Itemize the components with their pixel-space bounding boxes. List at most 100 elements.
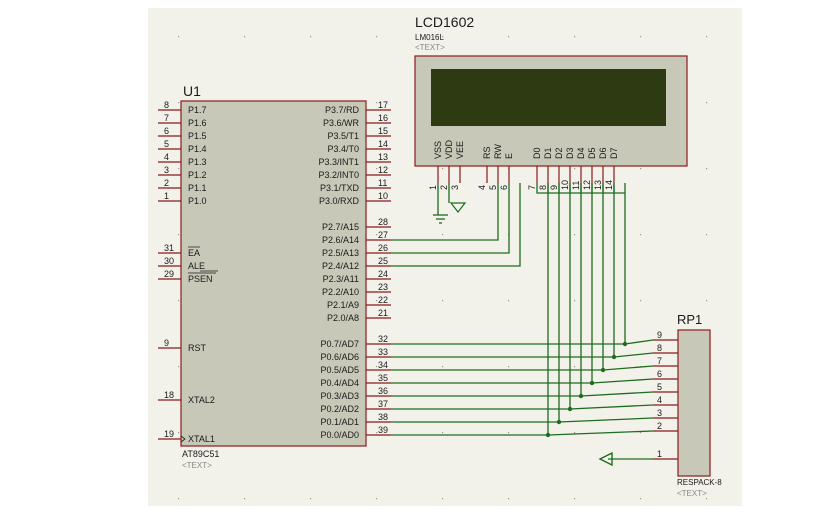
lcd-pin-number: 13	[593, 180, 603, 190]
u1-pin-name: P3.5/T1	[327, 131, 359, 141]
grid-dot	[376, 102, 378, 104]
u1-part: AT89C51	[182, 449, 219, 459]
rp1-ref: RP1	[677, 312, 702, 327]
u1-pin-name: P1.2	[188, 170, 207, 180]
lcd-pin-name: D4	[576, 147, 586, 159]
junction-dot	[600, 367, 606, 373]
u1-pin-name: P2.5/A13	[322, 248, 359, 258]
grid-dot	[640, 168, 642, 170]
junction-dot	[611, 354, 617, 360]
rp1-pin-number: 6	[657, 369, 662, 379]
u1-pin-number: 17	[378, 100, 388, 110]
grid-dot	[706, 234, 708, 236]
grid-dot	[376, 300, 378, 302]
u1-pin-number: 11	[378, 178, 387, 188]
u1-pin-name: P0.5/AD5	[320, 365, 359, 375]
lcd-ref: LCD1602	[415, 14, 474, 30]
u1-pin-number: 27	[378, 230, 388, 240]
wire	[391, 183, 510, 254]
wire	[602, 365, 654, 371]
u1-pin-name: P3.7/RD	[325, 105, 360, 115]
u1-pin-name: P1.6	[188, 118, 207, 128]
rp1-pin-number: 4	[657, 395, 662, 405]
u1-pin-name: P2.1/A9	[327, 300, 359, 310]
grid-dot	[508, 36, 510, 38]
u1-pin-number: 26	[378, 243, 388, 253]
grid-dot	[640, 234, 642, 236]
wire	[624, 339, 654, 345]
lcd-text-tag: <TEXT>	[415, 43, 445, 52]
rp1-pin-number: 2	[657, 421, 662, 431]
grid-dot	[442, 234, 444, 236]
wires	[391, 183, 654, 467]
u1-pin-name: P0.1/AD1	[320, 417, 359, 427]
lcd-pin-number: 14	[604, 180, 614, 190]
u1-ref: U1	[183, 83, 201, 99]
junction-dot	[622, 341, 628, 347]
u1-pin-name: P2.2/A10	[322, 287, 359, 297]
grid-dot	[442, 36, 444, 38]
junction-dot	[567, 406, 573, 412]
rp1-body[interactable]	[677, 329, 711, 477]
u1-pin-number: 9	[164, 338, 169, 348]
u1-pin-number: 5	[164, 139, 169, 149]
lcd-pin-number: 7	[527, 185, 537, 190]
lcd-pin-number: 3	[450, 185, 460, 190]
lcd-pin-number: 9	[549, 185, 559, 190]
grid-dot	[376, 498, 378, 500]
lcd-pin-name: D0	[532, 147, 542, 159]
lcd-pin-name: D1	[543, 147, 553, 159]
grid-dot	[640, 36, 642, 38]
u1-pin-name: XTAL2	[188, 395, 215, 405]
grid-dot	[640, 300, 642, 302]
grid-dot	[178, 36, 180, 38]
u1-pin-number: 10	[378, 191, 388, 201]
grid-dot	[508, 432, 510, 434]
lcd-pin-number: 11	[571, 181, 581, 190]
u1-pin-number: 18	[164, 390, 174, 400]
wire	[569, 183, 581, 194]
junction-dot	[589, 380, 595, 386]
lcd-screen	[431, 69, 666, 126]
u1-pin-number: 22	[378, 295, 388, 305]
grid-dot	[574, 36, 576, 38]
grid-dot	[574, 498, 576, 500]
junction-dot	[578, 393, 584, 399]
lcd-pin-name: D2	[554, 147, 564, 159]
u1-pin-number: 23	[378, 282, 388, 292]
lcd-pin-name: E	[504, 153, 514, 159]
grid-dot	[574, 300, 576, 302]
rp1-pin-number: 1	[657, 449, 662, 459]
wire	[580, 183, 592, 194]
junction-dot	[556, 419, 562, 425]
wire	[536, 183, 548, 194]
u1-pin-name: P1.0	[188, 196, 207, 206]
u1-body[interactable]	[180, 100, 367, 447]
u1-pin-number: 8	[164, 100, 169, 110]
wire	[391, 183, 499, 241]
u1-pin-name: P2.6/A14	[322, 235, 359, 245]
u1-pin-name: P3.4/T0	[327, 144, 359, 154]
wire	[591, 183, 603, 194]
u1-pin-number: 31	[164, 243, 174, 253]
wire	[391, 183, 521, 267]
wire	[602, 183, 614, 194]
rp1-pin-number: 8	[657, 343, 662, 353]
u1-pin-name: P2.7/A15	[322, 222, 359, 232]
lcd-pin-number: 6	[499, 185, 509, 190]
grid-dot	[706, 300, 708, 302]
u1-pin-name: RST	[188, 343, 207, 353]
grid-dot	[376, 432, 378, 434]
grid-dot	[178, 366, 180, 368]
lcd-pin-number: 1	[428, 185, 438, 190]
wire	[613, 183, 625, 194]
u1-text-tag: <TEXT>	[182, 461, 212, 470]
u1-pin-name: ALE	[188, 261, 205, 271]
u1-pin-name: P3.0/RXD	[319, 196, 360, 206]
grid-dot	[640, 498, 642, 500]
wire	[569, 404, 654, 410]
u1-pin-name: P1.7	[188, 105, 207, 115]
u1-pin-number: 28	[378, 217, 388, 227]
u1-pin-name: P3.1/TXD	[320, 183, 360, 193]
